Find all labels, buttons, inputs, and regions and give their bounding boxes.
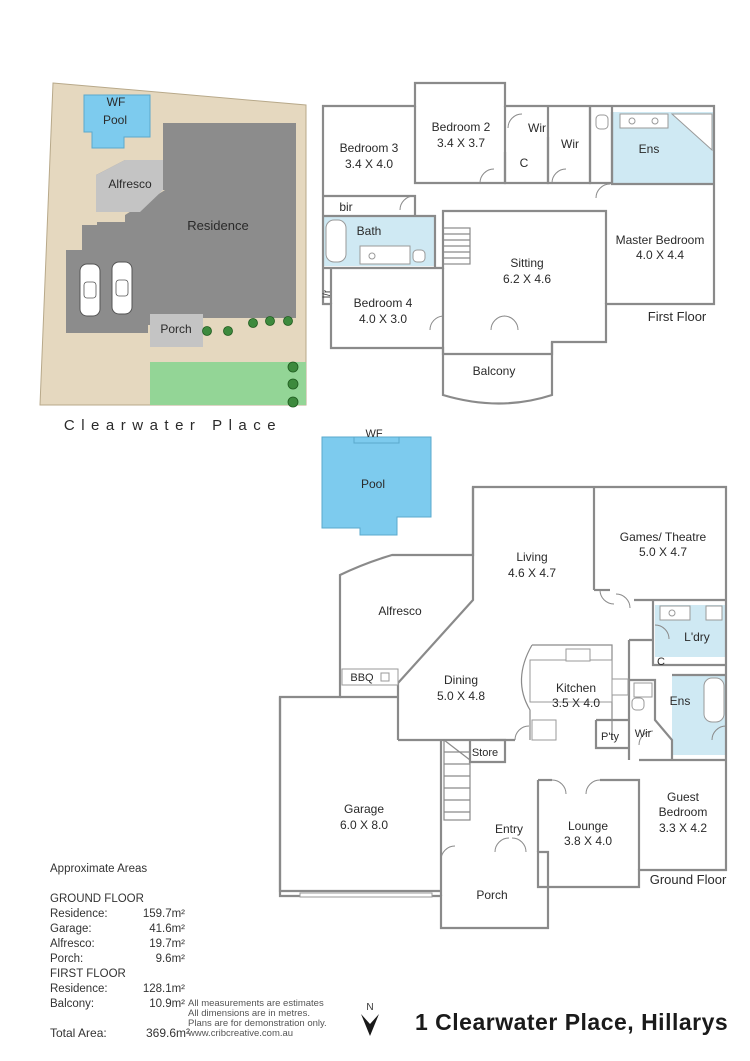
area-label: Balcony: xyxy=(50,998,95,1010)
area-row: Alfresco: 19.7m² xyxy=(50,937,185,952)
guest-name: Guest xyxy=(667,790,700,804)
site-plan: WF Pool Alfresco Residence Porch Clearwa… xyxy=(39,82,307,434)
store-label: Store xyxy=(472,747,498,759)
ground-porch-label: Porch xyxy=(476,888,507,902)
area-value: 19.7m² xyxy=(149,938,185,950)
garage-size: 6.0 X 8.0 xyxy=(340,818,388,832)
area-label: Residence: xyxy=(50,983,108,995)
area-row: Residence: 128.1m² xyxy=(50,982,185,997)
master-name: Master Bedroom xyxy=(616,233,705,247)
bedroom2-size: 3.4 X 3.7 xyxy=(437,136,485,150)
site-porch-label: Porch xyxy=(160,322,191,336)
disclaimer: All measurements are estimates All dimen… xyxy=(188,999,358,1039)
bedroom3-name: Bedroom 3 xyxy=(340,141,399,155)
site-lawn xyxy=(150,362,306,405)
pty-label: P'ty xyxy=(601,731,619,743)
approximate-areas: Approximate Areas GROUND FLOOR Residence… xyxy=(50,862,185,1012)
area-label: Residence: xyxy=(50,908,108,920)
ground-c-label: C xyxy=(657,656,665,668)
living-name: Living xyxy=(516,550,547,564)
street-name: Clearwater Place xyxy=(64,417,282,434)
area-value: 9.6m² xyxy=(155,953,185,965)
area-row: Garage: 41.6m² xyxy=(50,922,185,937)
first-floor-heading: FIRST FLOOR xyxy=(50,968,126,980)
total-area-value: 369.6m² xyxy=(145,1026,190,1040)
bedroom2-name: Bedroom 2 xyxy=(432,120,491,134)
disclaimer-line: Plans are for demonstration only. xyxy=(188,1018,327,1029)
dining-size: 5.0 X 4.8 xyxy=(437,689,485,703)
games-size: 5.0 X 4.7 xyxy=(639,545,687,559)
ground-floor-heading: GROUND FLOOR xyxy=(50,893,144,905)
area-row: Balcony: 10.9m² xyxy=(50,997,185,1012)
car-icon xyxy=(79,263,101,317)
wir1-label: Wir xyxy=(528,121,546,135)
disclaimer-line: www.cribcreative.com.au xyxy=(188,1028,294,1039)
wir2-label: Wir xyxy=(561,137,579,151)
ground-floor-title: Ground Floor xyxy=(650,872,727,887)
ground-ens-label: Ens xyxy=(670,694,691,708)
guest-size: 3.3 X 4.2 xyxy=(659,821,707,835)
ground-pool-label: Pool xyxy=(361,477,385,491)
site-pool-label: Pool xyxy=(103,113,127,127)
site-wf-label: WF xyxy=(107,95,126,109)
shrub-icons xyxy=(202,316,299,408)
disclaimer-line: All measurements are estimates xyxy=(188,998,324,1009)
entry-label: Entry xyxy=(495,822,523,836)
north-arrow-icon: N xyxy=(361,1002,379,1036)
ground-wir-label: Wir xyxy=(635,728,652,740)
first-ens-label: Ens xyxy=(639,142,660,156)
site-garage xyxy=(66,250,148,333)
area-label: Alfresco: xyxy=(50,938,95,950)
north-label: N xyxy=(366,1002,373,1013)
site-porch xyxy=(150,314,203,347)
area-label: Porch: xyxy=(50,953,84,965)
bbq-label: BBQ xyxy=(350,672,374,684)
area-row: Porch: 9.6m² xyxy=(50,952,185,967)
area-row: Residence: 159.7m² xyxy=(50,907,185,922)
bedroom4-name: Bedroom 4 xyxy=(354,296,413,310)
area-value: 41.6m² xyxy=(149,923,185,935)
sitting-size: 6.2 X 4.6 xyxy=(503,272,551,286)
area-label: Garage: xyxy=(50,923,92,935)
ldry-label: L'dry xyxy=(684,630,710,644)
kitchen-size: 3.5 X 4.0 xyxy=(552,696,600,710)
total-area: Total Area: 369.6m² xyxy=(50,1026,190,1040)
area-value: 128.1m² xyxy=(142,983,185,995)
living-size: 4.6 X 4.7 xyxy=(508,566,556,580)
site-pool xyxy=(83,94,151,149)
disclaimer-line: All dimensions are in metres. xyxy=(188,1008,310,1019)
sitting-name: Sitting xyxy=(510,256,543,270)
garage-name: Garage xyxy=(344,802,384,816)
kitchen-name: Kitchen xyxy=(556,681,596,695)
ground-pool xyxy=(321,436,432,536)
first-c-label: C xyxy=(520,156,529,170)
ground-floor-plan: WF Pool Living 4.6 X 4.7 Games/ Theatre … xyxy=(278,428,728,930)
bedroom3-size: 3.4 X 4.0 xyxy=(345,157,393,171)
bath-label: Bath xyxy=(357,224,382,238)
car-icon xyxy=(111,261,133,315)
property-address: 1 Clearwater Place, Hillarys xyxy=(415,1009,729,1035)
total-area-label: Total Area: xyxy=(50,1026,107,1040)
ground-alfresco-label: Alfresco xyxy=(378,604,422,618)
first-floor-plan: Bedroom 3 3.4 X 4.0 Bedroom 2 3.4 X 3.7 … xyxy=(321,81,716,405)
site-residence-label: Residence xyxy=(187,218,248,233)
games-name: Games/ Theatre xyxy=(620,530,707,544)
site-alfresco-label: Alfresco xyxy=(108,177,152,191)
lr-label: l/r xyxy=(322,289,333,298)
ground-wf-label: WF xyxy=(365,428,382,440)
area-value: 159.7m² xyxy=(142,908,185,920)
dining-name: Dining xyxy=(444,673,478,687)
master-size: 4.0 X 4.4 xyxy=(636,248,684,262)
areas-title: Approximate Areas xyxy=(50,863,148,875)
lounge-size: 3.8 X 4.0 xyxy=(564,834,612,848)
balcony-label: Balcony xyxy=(473,364,516,378)
bir-label: bir xyxy=(339,200,352,214)
bedroom4-size: 4.0 X 3.0 xyxy=(359,312,407,326)
guest-name2: Bedroom xyxy=(659,805,708,819)
first-floor-title: First Floor xyxy=(648,309,707,324)
area-value: 10.9m² xyxy=(149,998,185,1010)
site-alfresco xyxy=(96,160,163,212)
lounge-name: Lounge xyxy=(568,819,608,833)
